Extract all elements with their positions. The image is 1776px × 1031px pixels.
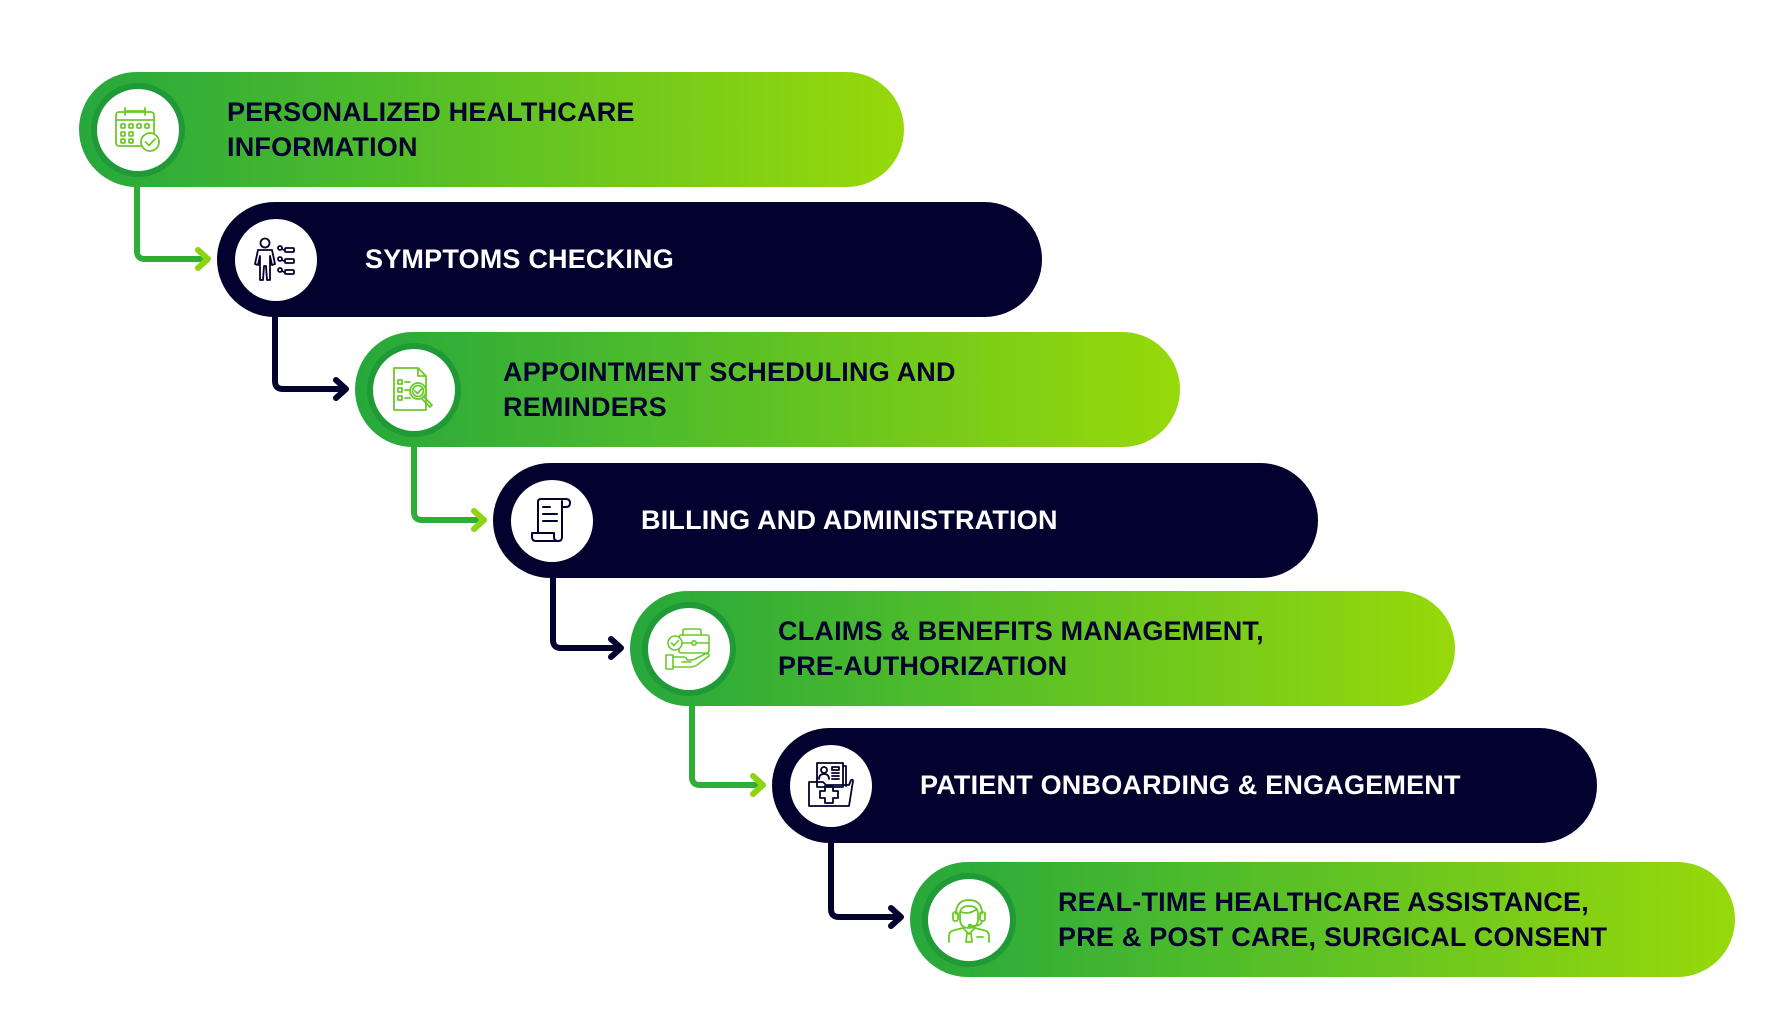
step-label-line: SYMPTOMS CHECKING <box>365 244 674 274</box>
medical-folder-icon <box>808 762 854 807</box>
step-label-line: BILLING AND ADMINISTRATION <box>641 505 1058 535</box>
connector-5-6 <box>689 701 766 797</box>
arrow-icon <box>195 247 211 271</box>
step-symptoms-checking: SYMPTOMS CHECKING <box>217 202 1042 317</box>
headset-agent-icon <box>948 899 990 943</box>
step-claims-benefits: CLAIMS & BENEFITS MANAGEMENT, PRE-AUTHOR… <box>630 591 1455 706</box>
step-label: CLAIMS & BENEFITS MANAGEMENT, PRE-AUTHOR… <box>778 591 1264 706</box>
briefcase-hand-icon <box>665 628 710 670</box>
step-label: SYMPTOMS CHECKING <box>365 202 674 317</box>
calendar-check-icon <box>115 107 160 152</box>
step-label-line: PRE-AUTHORIZATION <box>778 650 1068 681</box>
connector-1-2 <box>134 182 211 271</box>
arrow-icon <box>608 636 624 660</box>
step-label-line: APPOINTMENT SCHEDULING AND <box>503 356 956 387</box>
step-label-line: PATIENT ONBOARDING & ENGAGEMENT <box>920 770 1461 800</box>
step-label-line: PRE & POST CARE, SURGICAL CONSENT <box>1058 921 1608 952</box>
step-label: PATIENT ONBOARDING & ENGAGEMENT <box>920 728 1461 843</box>
step-billing-administration: BILLING AND ADMINISTRATION <box>493 463 1318 578</box>
step-appointment-scheduling: APPOINTMENT SCHEDULING AND REMINDERS <box>355 332 1180 447</box>
connector-3-4 <box>411 442 487 532</box>
step-label: PERSONALIZED HEALTHCARE INFORMATION <box>227 72 635 187</box>
symptoms-checklist-icon <box>254 237 295 281</box>
connector-4-5 <box>550 572 624 660</box>
step-label: BILLING AND ADMINISTRATION <box>641 463 1058 578</box>
step-label-line: CLAIMS & BENEFITS MANAGEMENT, <box>778 615 1264 646</box>
arrow-icon <box>888 905 904 929</box>
connector-2-3 <box>272 312 349 401</box>
step-real-time-assistance: REAL-TIME HEALTHCARE ASSISTANCE, PRE & P… <box>910 862 1735 977</box>
step-patient-onboarding: PATIENT ONBOARDING & ENGAGEMENT <box>772 728 1597 843</box>
arrow-icon <box>471 508 487 532</box>
step-label-line: PERSONALIZED HEALTHCARE <box>227 96 635 127</box>
connector-6-7 <box>828 839 904 929</box>
icon-ring <box>91 83 185 177</box>
step-label-line: REAL-TIME HEALTHCARE ASSISTANCE, <box>1058 886 1589 917</box>
step-label: REAL-TIME HEALTHCARE ASSISTANCE, PRE & P… <box>1058 862 1607 977</box>
step-label-line: INFORMATION <box>227 131 418 162</box>
arrow-icon <box>750 773 766 797</box>
bill-scroll-icon <box>531 498 571 542</box>
arrow-icon <box>333 377 349 401</box>
step-label-line: REMINDERS <box>503 391 667 422</box>
step-label: APPOINTMENT SCHEDULING AND REMINDERS <box>503 332 956 447</box>
document-search-icon <box>393 367 433 411</box>
step-personalized-healthcare-information: PERSONALIZED HEALTHCARE INFORMATION <box>79 72 904 187</box>
